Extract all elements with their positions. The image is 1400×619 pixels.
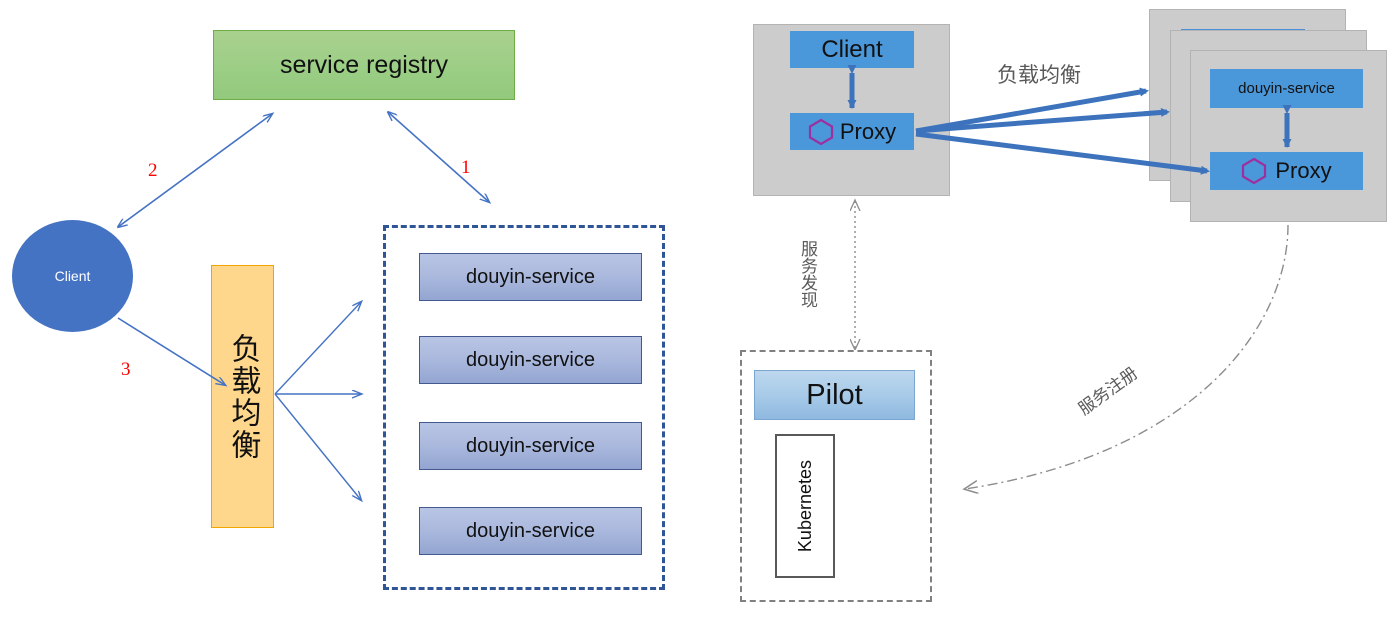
service-registration-label: 服务注册 <box>1075 363 1142 419</box>
client-node: Client <box>12 220 133 332</box>
douyin-service-instance-1: douyin-service <box>419 253 642 301</box>
service-proxy-box: Proxy <box>1210 152 1363 190</box>
douyin-service-instance-3: douyin-service <box>419 422 642 470</box>
service-proxy-label: Proxy <box>1275 158 1332 183</box>
pilot-box: Pilot <box>754 370 915 420</box>
connector-proxy-pod-back <box>915 87 1149 134</box>
kubernetes-label: Kubernetes <box>794 459 815 553</box>
hexagon-icon <box>808 118 833 145</box>
step-label-2: 2 <box>148 160 158 181</box>
connector-registry-services <box>388 112 489 202</box>
service-instances-group <box>383 225 665 590</box>
control-plane-zone <box>740 350 932 602</box>
step-label-3: 3 <box>121 359 131 380</box>
client-proxy-label: Proxy <box>839 118 897 144</box>
client-proxy-box: Proxy <box>790 113 914 150</box>
service-app-box: douyin-service <box>1210 69 1363 108</box>
service-discovery-label: 服务发现 <box>798 240 817 308</box>
load-balance-label: 负载均衡 <box>997 64 1081 87</box>
load-balancer-box: 负载均衡 <box>211 265 274 528</box>
connector-lb-service-1 <box>274 302 361 395</box>
connector-proxy-pod-middle <box>915 107 1170 134</box>
kubernetes-box: Kubernetes <box>775 434 835 578</box>
client-app-box: Client <box>790 31 914 68</box>
connector-client-loadbalancer <box>117 317 225 385</box>
connector-lb-service-3 <box>274 393 361 500</box>
connector-service-registration <box>965 224 1289 489</box>
connector-client-registry <box>118 114 272 227</box>
service-registry-box: service registry <box>213 30 515 100</box>
douyin-service-instance-2: douyin-service <box>419 336 642 384</box>
step-label-1: 1 <box>461 157 471 178</box>
douyin-service-instance-4: douyin-service <box>419 507 642 555</box>
hexagon-icon <box>1242 157 1267 185</box>
